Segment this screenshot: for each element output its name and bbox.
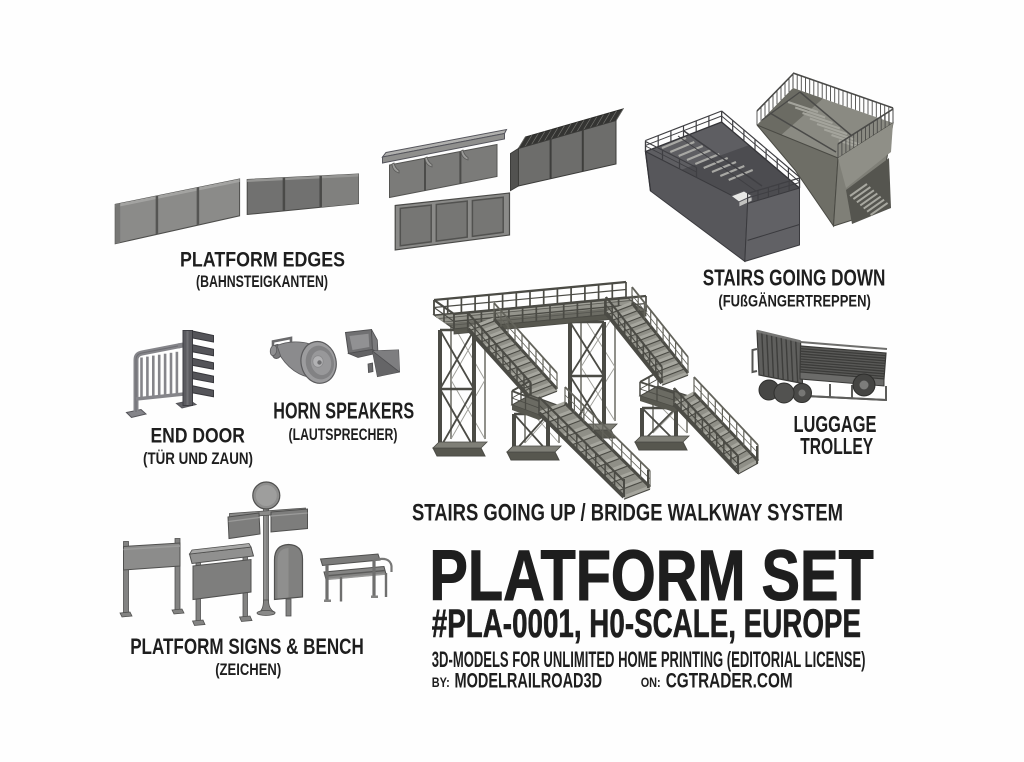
svg-text:CGTRADER.COM: CGTRADER.COM (666, 670, 793, 693)
svg-text:#PLA-0001, H0-SCALE, EUROPE: #PLA-0001, H0-SCALE, EUROPE (432, 602, 861, 646)
svg-text:(TÜR UND ZAUN): (TÜR UND ZAUN) (143, 449, 253, 468)
svg-text:PLATFORM EDGES: PLATFORM EDGES (180, 247, 345, 271)
svg-text:PLATFORM SET: PLATFORM SET (429, 537, 873, 616)
svg-text:HORN SPEAKERS: HORN SPEAKERS (273, 398, 414, 424)
svg-text:PLATFORM SIGNS & BENCH: PLATFORM SIGNS & BENCH (130, 634, 364, 659)
svg-text:END DOOR: END DOOR (151, 425, 245, 448)
svg-text:ON:: ON: (641, 674, 661, 690)
svg-text:(FUßGÄNGERTREPPEN): (FUßGÄNGERTREPPEN) (718, 292, 870, 311)
svg-text:TROLLEY: TROLLEY (800, 433, 873, 459)
svg-text:BY:: BY: (432, 674, 450, 690)
svg-text:LUGGAGE: LUGGAGE (794, 411, 877, 437)
svg-text:MODELRAILROAD3D: MODELRAILROAD3D (455, 670, 603, 693)
svg-text:(BAHNSTEIGKANTEN): (BAHNSTEIGKANTEN) (196, 273, 328, 291)
svg-text:STAIRS GOING DOWN: STAIRS GOING DOWN (703, 264, 886, 290)
svg-text:(ZEICHEN): (ZEICHEN) (215, 661, 281, 679)
svg-text:3D-MODELS FOR UNLIMITED HOME P: 3D-MODELS FOR UNLIMITED HOME PRINTING (E… (432, 647, 866, 672)
svg-text:STAIRS GOING UP / BRIDGE WALKW: STAIRS GOING UP / BRIDGE WALKWAY SYSTEM (412, 500, 843, 527)
svg-text:(LAUTSPRECHER): (LAUTSPRECHER) (289, 426, 398, 444)
